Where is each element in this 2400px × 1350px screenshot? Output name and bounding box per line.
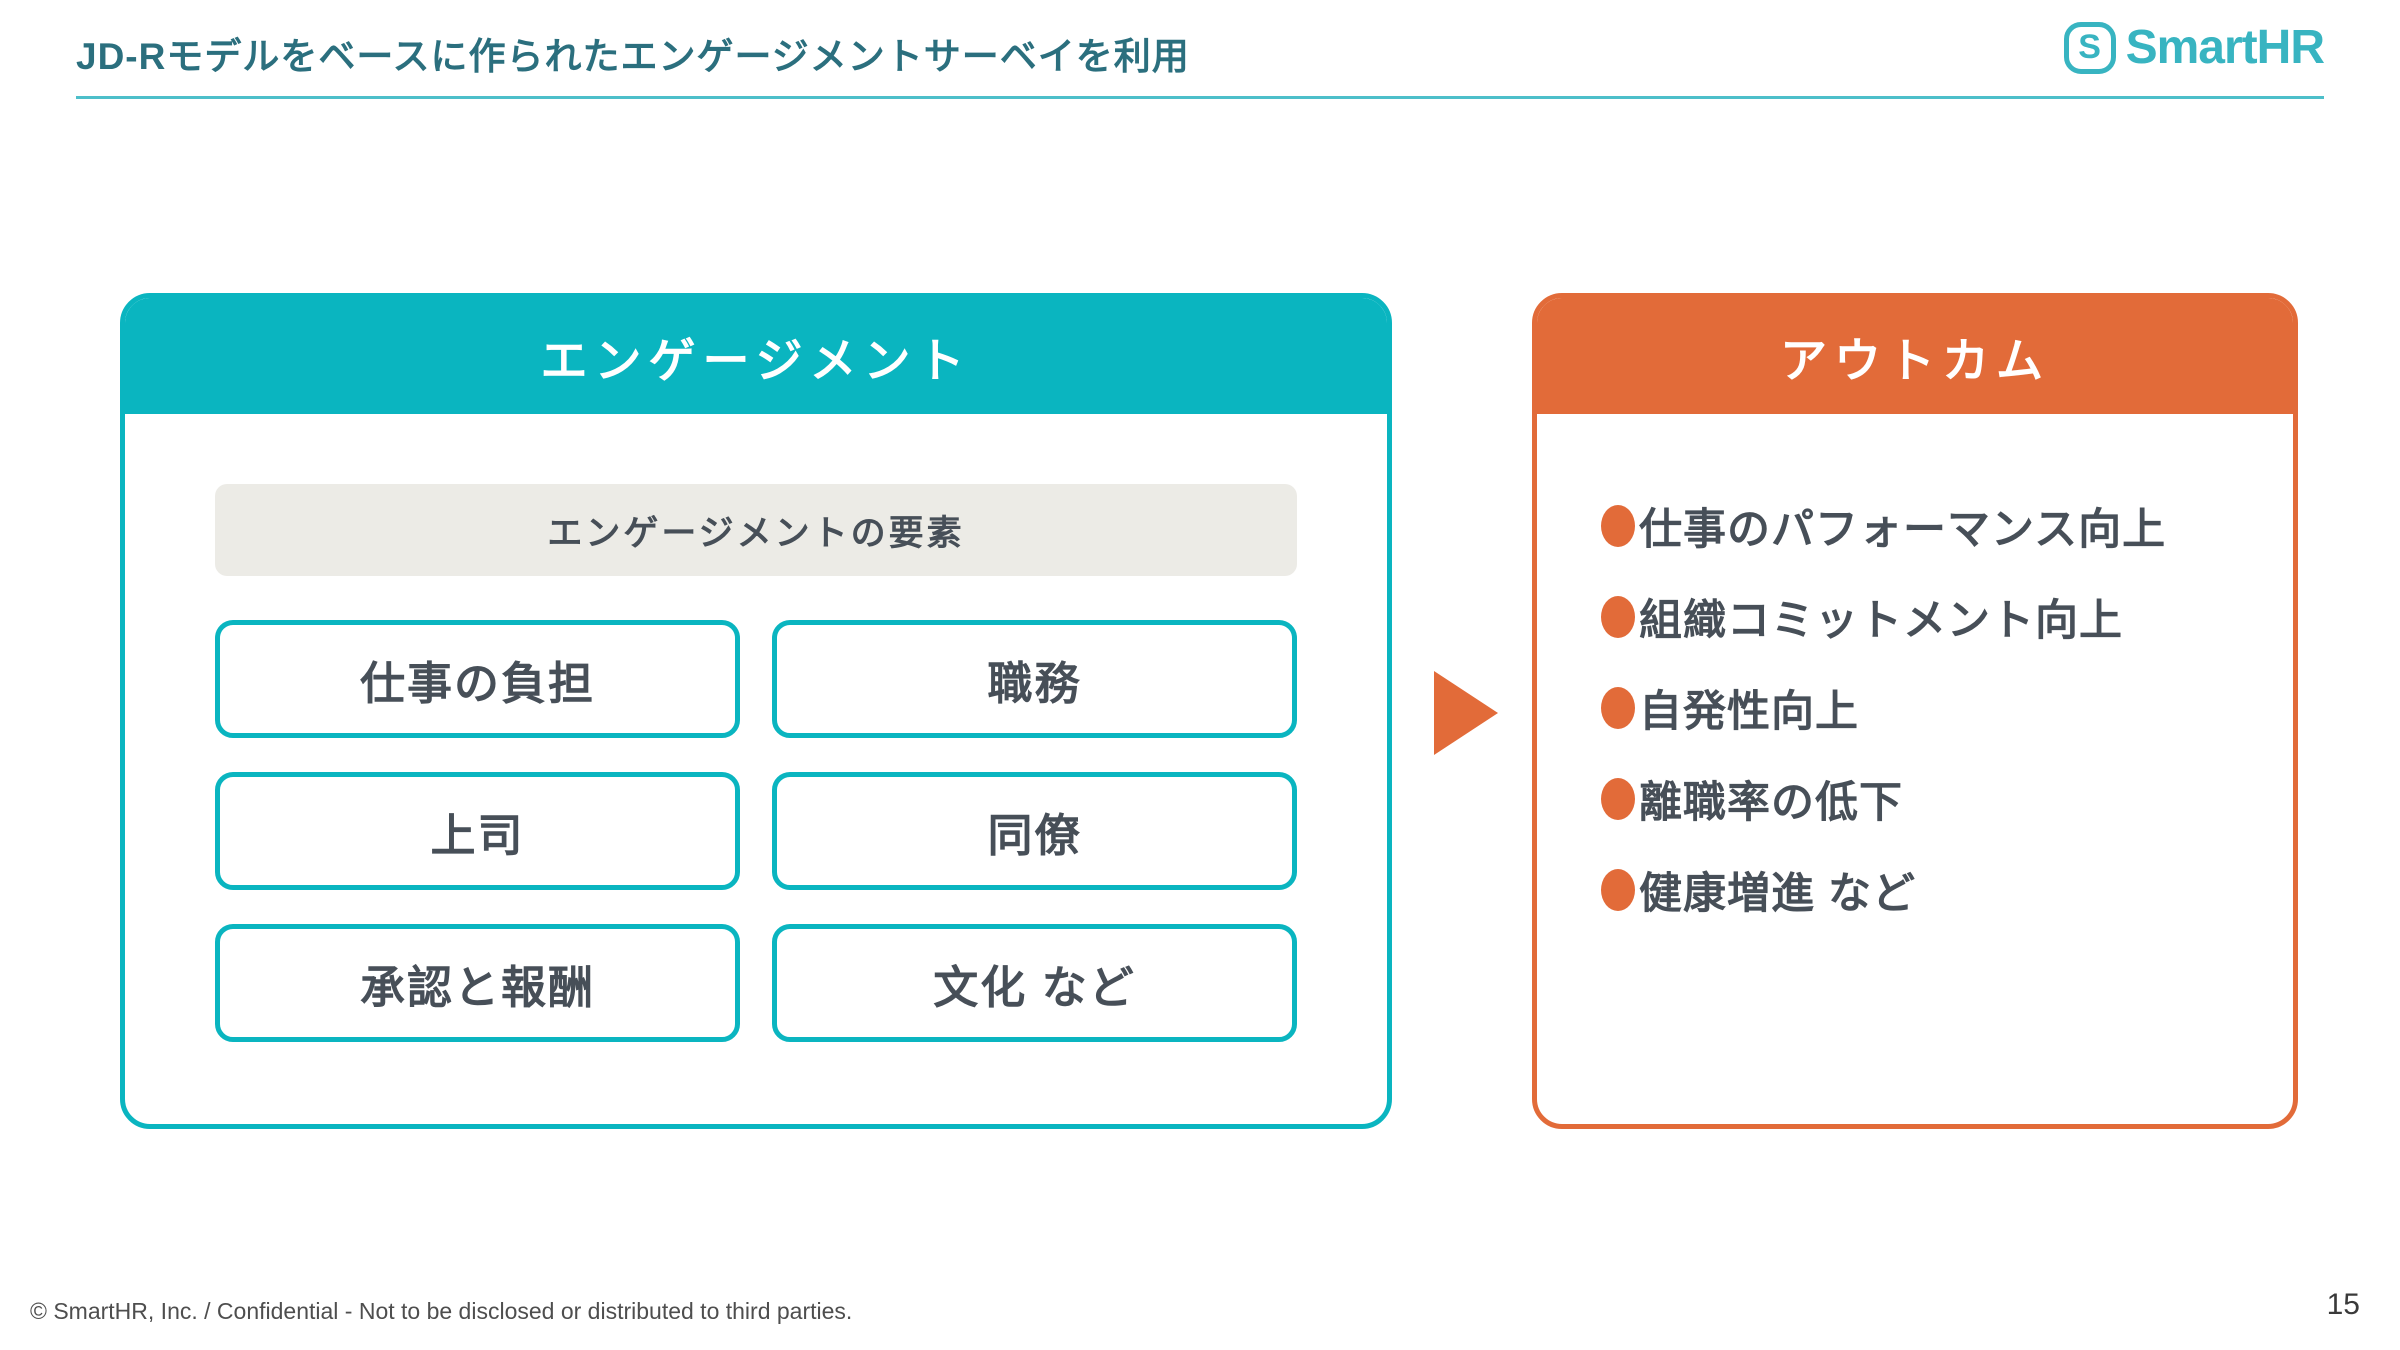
bullet-icon <box>1601 596 1635 638</box>
outcome-item-text: 組織コミットメント向上 <box>1639 597 2123 645</box>
bullet-icon <box>1601 687 1635 729</box>
title-divider <box>76 96 2324 99</box>
arrow-right-icon <box>1434 671 1498 755</box>
bullet-icon <box>1601 505 1635 547</box>
outcome-list: 仕事のパフォーマンス向上 組織コミットメント向上 自発性向上 離職率の低下 健康… <box>1537 414 2293 930</box>
list-item: 健康増進 など <box>1601 850 2263 930</box>
smarthr-logo-icon: S <box>2063 21 2116 74</box>
outcome-item-text: 健康増進 など <box>1639 870 1916 918</box>
list-item: 自発性向上 <box>1601 668 2263 748</box>
factor-box-job: 職務 <box>772 620 1297 738</box>
outcome-item-text: 自発性向上 <box>1639 688 1859 736</box>
list-item: 組織コミットメント向上 <box>1601 577 2263 657</box>
list-item: 離職率の低下 <box>1601 759 2263 839</box>
outcome-item-text: 仕事のパフォーマンス向上 <box>1639 506 2167 554</box>
outcome-card: アウトカム 仕事のパフォーマンス向上 組織コミットメント向上 自発性向上 離職率… <box>1532 293 2298 1129</box>
engagement-card-body: エンゲージメントの要素 仕事の負担 職務 上司 同僚 承認と報酬 文化 など <box>125 414 1387 1042</box>
factors-grid: 仕事の負担 職務 上司 同僚 承認と報酬 文化 など <box>215 620 1297 1042</box>
outcome-card-header: アウトカム <box>1537 298 2293 414</box>
engagement-card: エンゲージメント エンゲージメントの要素 仕事の負担 職務 上司 同僚 承認と報… <box>120 293 1392 1129</box>
factors-heading: エンゲージメントの要素 <box>215 484 1297 576</box>
factor-box-workload: 仕事の負担 <box>215 620 740 738</box>
factor-box-colleagues: 同僚 <box>772 772 1297 890</box>
bullet-icon <box>1601 869 1635 911</box>
bullet-icon <box>1601 778 1635 820</box>
factor-box-recognition-reward: 承認と報酬 <box>215 924 740 1042</box>
factor-box-boss: 上司 <box>215 772 740 890</box>
outcome-item-text: 離職率の低下 <box>1639 779 1903 827</box>
page-number: 15 <box>2326 1288 2360 1321</box>
smarthr-logo-text: SmartHR <box>2125 21 2325 74</box>
copyright-note: © SmartHR, Inc. / Confidential - Not to … <box>30 1298 853 1324</box>
smarthr-logo: S SmartHR <box>2063 20 2325 75</box>
factor-box-culture: 文化 など <box>772 924 1297 1042</box>
page-title: JD-Rモデルをベースに作られたエンゲージメントサーベイを利用 <box>76 36 1190 77</box>
list-item: 仕事のパフォーマンス向上 <box>1601 486 2263 566</box>
engagement-card-header: エンゲージメント <box>125 298 1387 414</box>
